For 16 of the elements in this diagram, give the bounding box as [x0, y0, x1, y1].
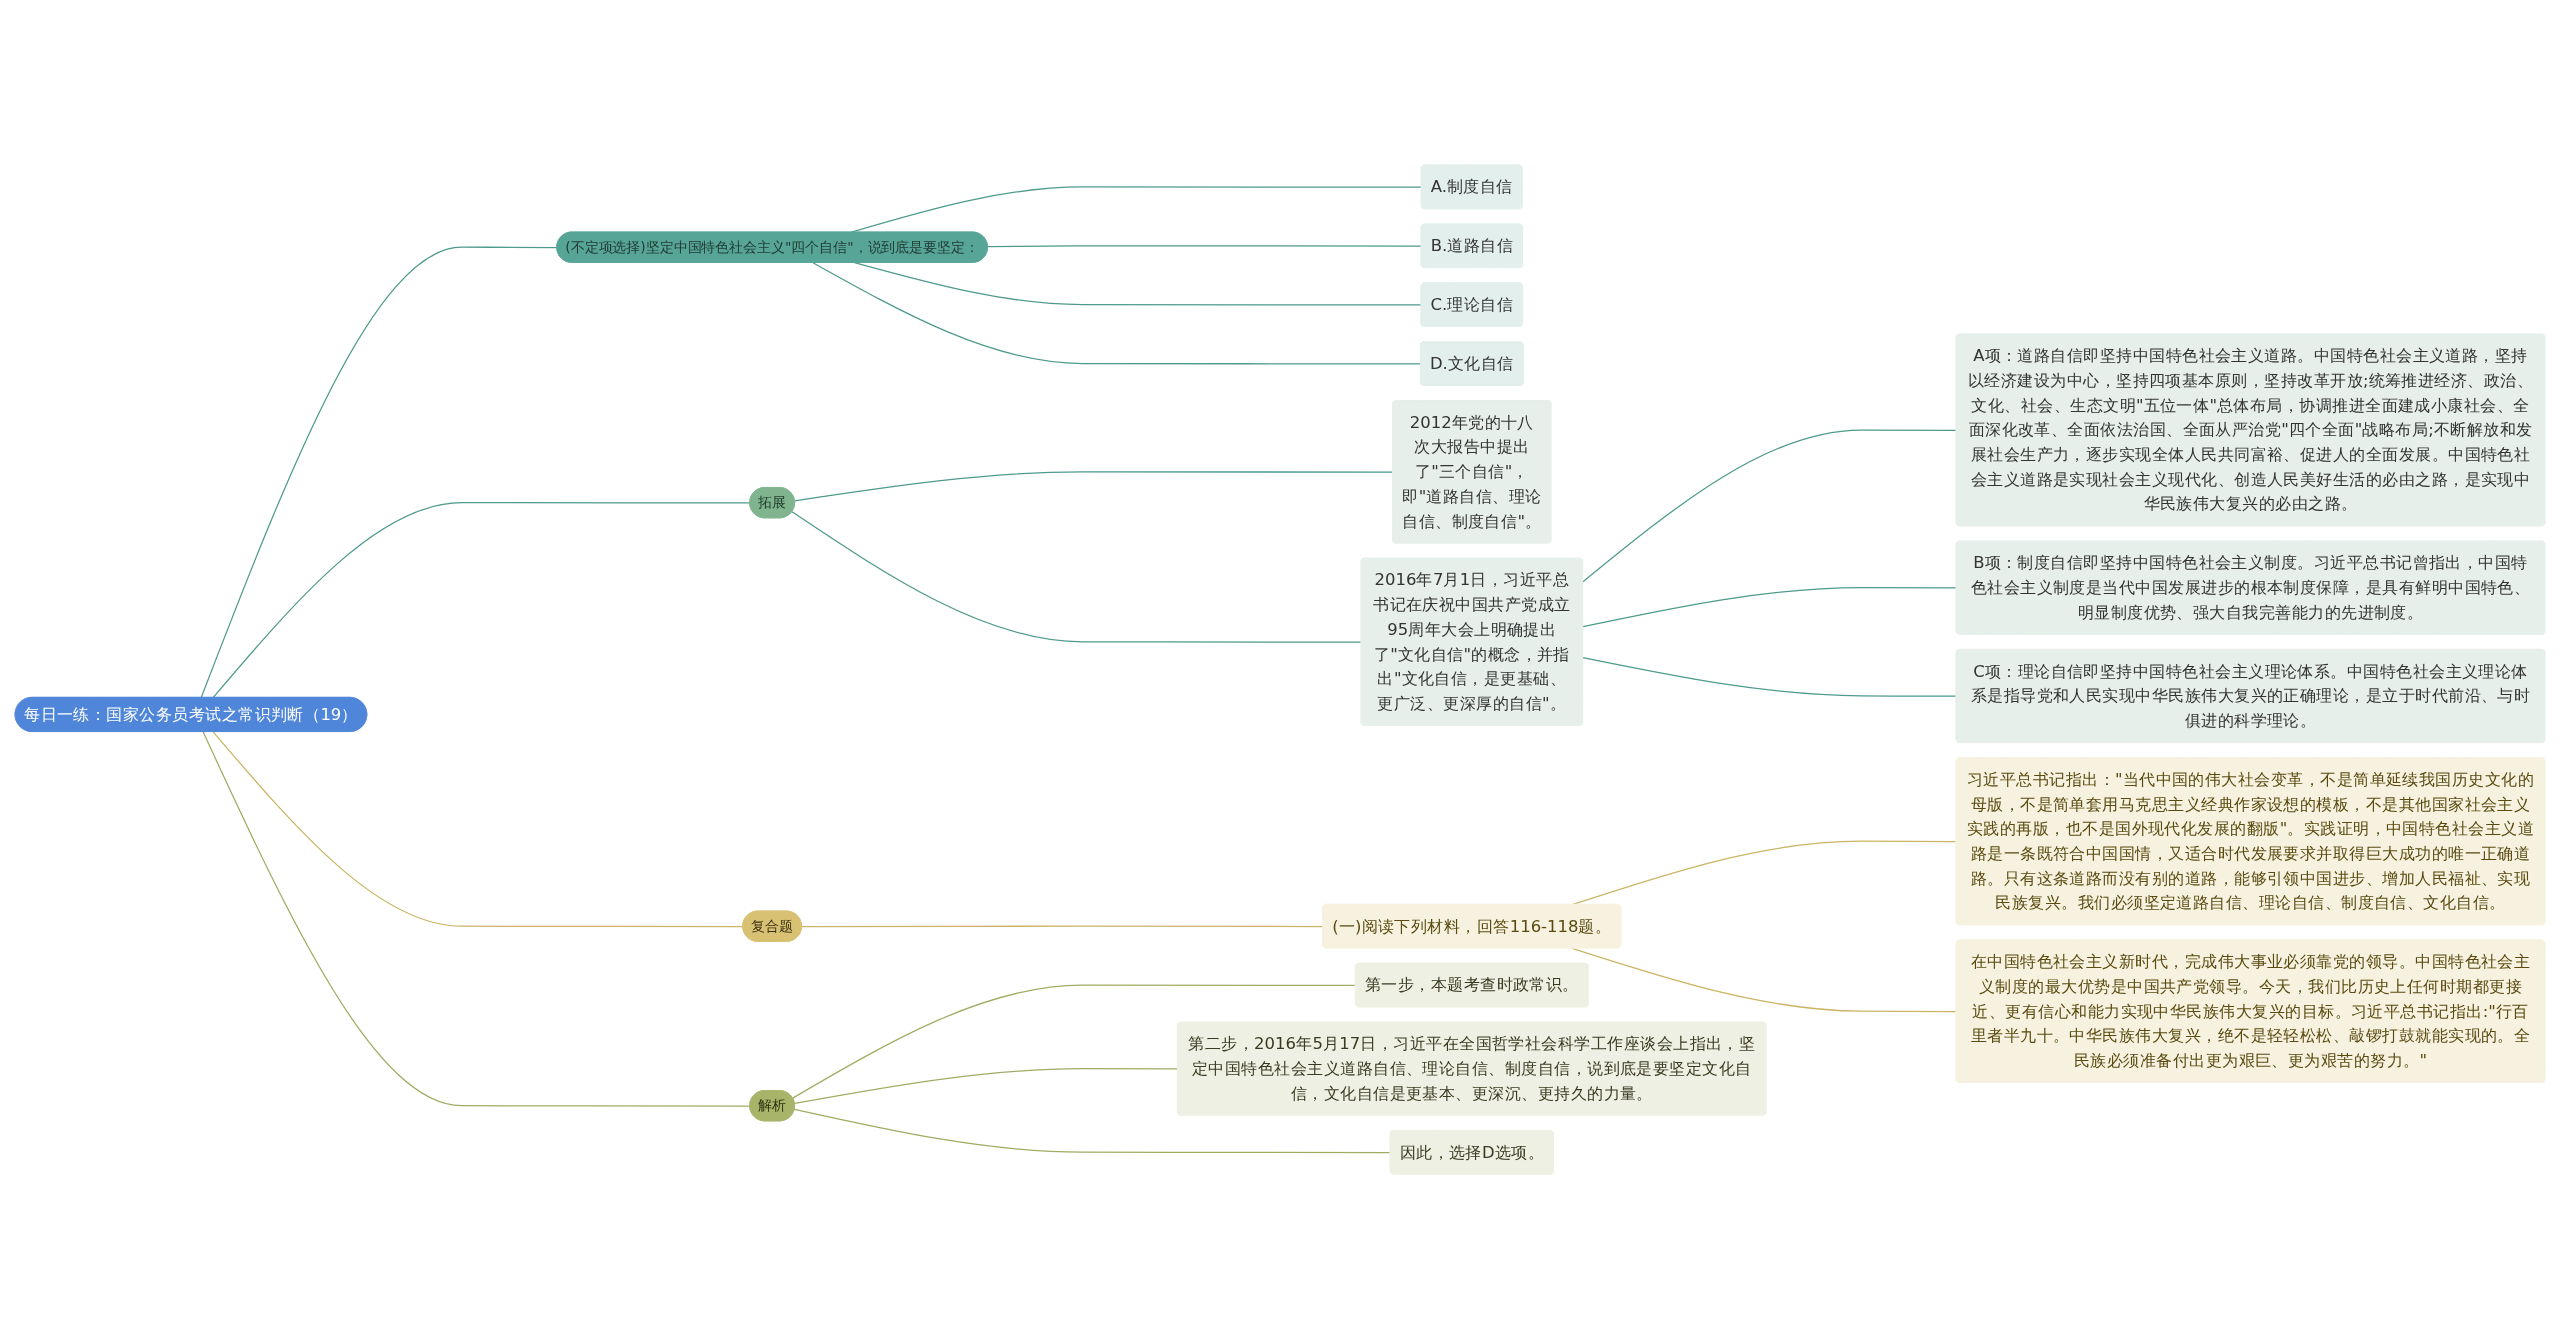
connector: [812, 262, 1422, 365]
connector: [202, 731, 751, 1107]
connector: [792, 984, 1357, 1099]
connector: [200, 246, 558, 699]
connector: [212, 731, 744, 928]
connector: [1582, 656, 1958, 697]
connector: [1571, 947, 1958, 1013]
connector: [987, 245, 1423, 248]
connector: [801, 925, 1324, 928]
connector: [793, 1108, 1392, 1154]
connector: [794, 471, 1394, 502]
connector: [1582, 429, 1958, 583]
connector: [1582, 586, 1958, 628]
connector: [212, 501, 751, 699]
connector: [791, 511, 1362, 643]
connector: [794, 1067, 1179, 1104]
